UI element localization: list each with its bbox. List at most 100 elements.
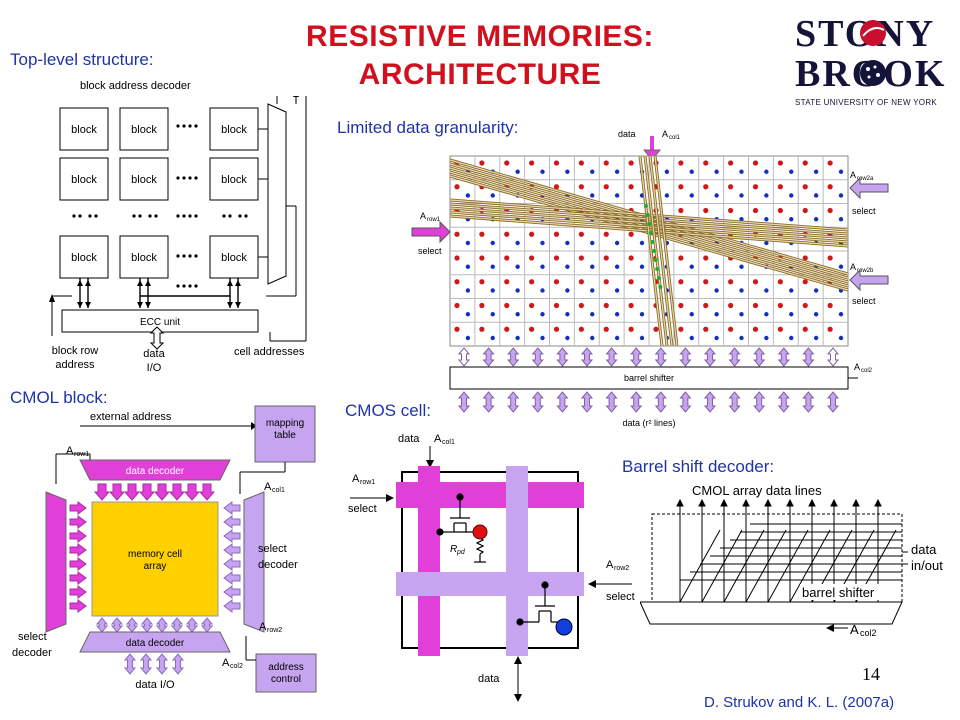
double-arrow-icon [531,391,544,413]
red-dot-icon [703,279,709,285]
blue-dot-icon [739,264,744,269]
cmos-col2-line [506,466,528,656]
blue-dot-icon [490,240,495,246]
blue-dot-icon [789,312,794,317]
red-dot-icon [678,302,684,309]
blue-dot-icon [739,193,744,198]
cmol-heading: CMOL block: [10,388,108,407]
up-arrow-icon [676,498,684,507]
red-dot-icon [777,184,783,190]
red-dot-icon [678,207,684,214]
granularity-diagram: data A col1 A row1 select A row2a select… [411,129,889,428]
blue-dot-icon [614,193,620,198]
blue-dot-icon [838,217,844,222]
blue-dot-icon [639,240,645,246]
memory-cell-array-l2: array [144,561,167,572]
cmos-select-left: select [348,503,377,515]
cmos-data-top: data [398,433,420,445]
red-dot-icon [603,255,609,261]
gran-row2b-select-arrow-icon [849,268,889,292]
red-dot-icon [578,184,584,190]
double-arrow-icon [605,347,618,367]
blue-dot-icon [789,169,794,174]
red-dot-icon [529,326,535,332]
red-dot-icon [777,207,783,214]
blue-dot-icon [490,288,495,293]
blue-dot-icon [813,193,819,198]
red-dot-icon [703,302,709,309]
red-dot-icon [479,302,485,309]
red-dot-icon [728,160,734,166]
gran-a-row2a-sub: row2a [857,176,874,182]
cmol-a-col2-sub: col2 [230,663,243,670]
double-arrow-icon [605,391,618,413]
double-arrow-icon [679,347,692,367]
red-dot-icon [703,207,709,214]
blue-dot-icon [515,264,520,269]
blue-dot-icon [764,288,769,293]
down-arrow-icon [183,483,201,501]
gran-a-row2b: A [850,262,856,272]
cmos-col1-line [418,466,440,656]
citation: D. Strukov and K. L. (2007a) [704,694,895,711]
cmol-a-col2: A [222,657,230,669]
up-arrow-icon [720,498,728,507]
block-cell [119,107,169,151]
blue-dot-icon [714,193,719,198]
red-dot-icon [628,326,634,332]
blue-dot-icon [689,264,694,269]
gran-select-r2: select [852,296,876,306]
block-row-address-l1: block row [51,345,99,357]
red-dot-icon [603,184,609,190]
red-dot-icon [504,279,510,285]
red-dot-icon [454,302,460,309]
block-label: block [131,124,157,136]
blue-dot-icon [813,217,819,222]
red-dot-icon [529,279,535,285]
double-arrow-icon [556,347,569,367]
red-dot-icon [529,302,535,309]
block-cell [59,235,109,279]
red-dot-icon [703,326,709,332]
cmol-select-decoder-right-l2: decoder [258,559,298,571]
left-arrow-icon [223,585,241,599]
red-dot-icon [504,302,510,309]
double-arrow-icon [125,617,139,633]
cmol-external-address: external address [90,411,172,423]
blue-dot-icon [565,264,570,269]
double-arrow-icon [482,391,495,413]
gran-a-row1: A [420,211,426,221]
blue-dot-icon [714,169,719,174]
red-dot-icon [628,302,634,309]
double-arrow-icon [155,617,169,633]
block-label: block [71,174,97,186]
blue-dot-icon [714,264,719,269]
red-dot-icon [678,279,684,285]
up-arrow-icon [764,498,772,507]
blue-dot-icon [614,264,620,269]
blue-dot-icon [639,312,645,317]
double-arrow-icon [777,391,790,413]
double-arrow-icon [728,347,741,367]
cmol-a-row2-sub: row2 [267,627,282,634]
title-line-1: RESISTIVE MEMORIES: [306,20,654,53]
blue-dot-icon [664,169,670,174]
title-line-2: ARCHITECTURE [358,58,602,91]
double-arrow-icon [110,617,124,633]
down-arrow-icon [168,483,186,501]
address-control [255,653,317,693]
blue-dot-icon [465,264,471,269]
blue-dot-icon [714,335,719,341]
double-arrow-icon [826,391,840,413]
block-address-decoder-label: block address decoder [80,80,191,92]
red-dot-icon [603,279,609,285]
blue-dot-icon [639,288,645,293]
blue-dot-icon [789,335,794,341]
red-dot-icon [827,160,833,166]
blue-dot-icon [465,335,471,341]
data-io-arrow-icon [149,326,165,350]
blue-dot-icon [515,312,520,317]
red-dot-icon [728,302,734,309]
double-arrow-icon [826,347,840,367]
address-control-l1: address [268,662,304,673]
